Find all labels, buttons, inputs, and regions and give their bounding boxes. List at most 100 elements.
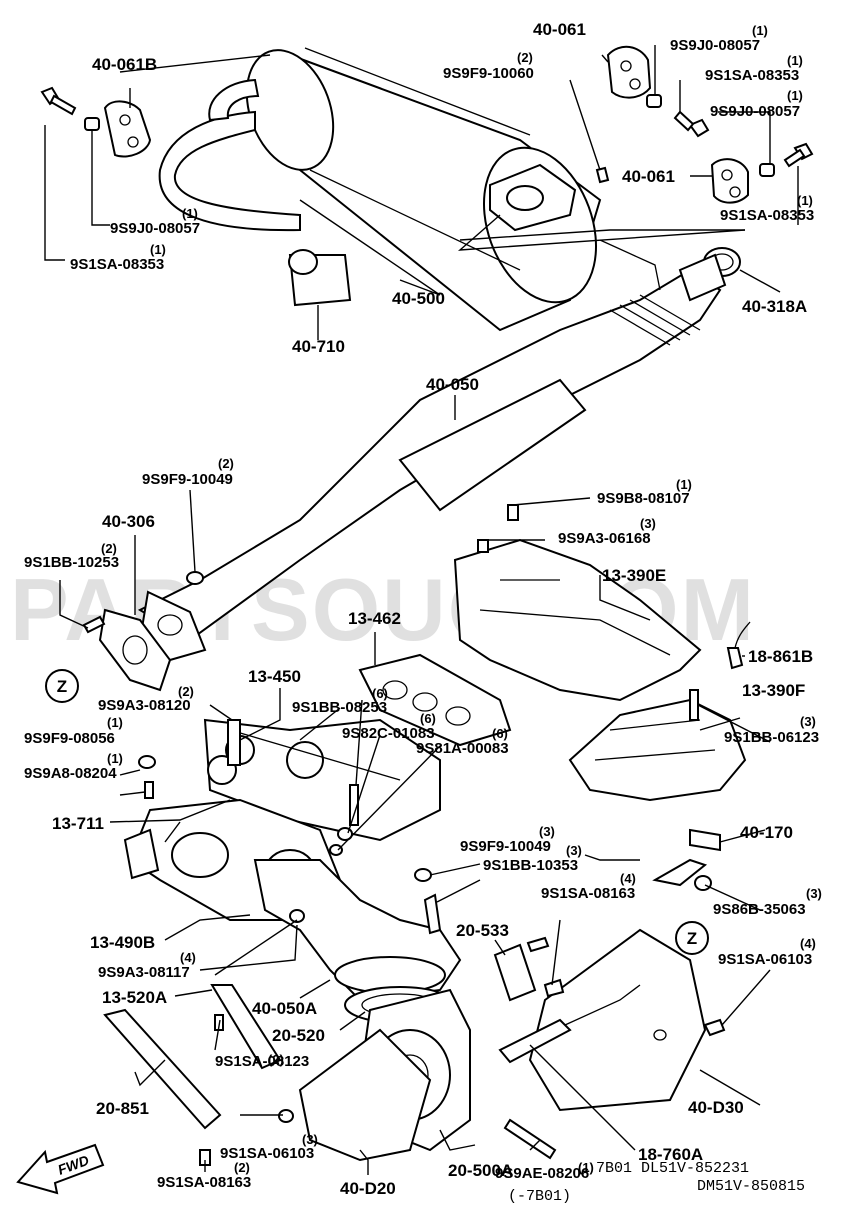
nut-9s9f9-10060[interactable] [595, 166, 610, 184]
bolt-9s86b-35063[interactable] [694, 875, 712, 891]
bolt-top-right-a[interactable] [673, 110, 710, 138]
label-18-861b: 18-861B [748, 647, 813, 666]
downpipe-40-050a[interactable] [253, 859, 462, 1002]
insulator-sleeve-part[interactable] [288, 249, 352, 307]
oxygen-sensor-18-760a[interactable] [498, 984, 641, 1064]
serial-line-3: (-7B01) [508, 1188, 571, 1205]
nut-9s9f9-10049-b[interactable] [414, 868, 432, 882]
qty: (3) [806, 886, 822, 901]
stud-9s1bb-10253[interactable] [82, 615, 106, 634]
stay-20-851[interactable] [103, 1008, 222, 1130]
stay-13-520a[interactable] [210, 984, 282, 1070]
qty: (3) [566, 843, 582, 858]
bolt-20-533[interactable] [526, 936, 550, 953]
leader-lines [44, 45, 799, 1175]
stud-9s1bb-06123[interactable] [689, 689, 699, 721]
qty: (1) [150, 242, 166, 257]
bracket-40-170[interactable] [652, 828, 721, 887]
bolt-9s9b8-08107[interactable] [507, 504, 519, 521]
qty: (3) [800, 714, 816, 729]
label-20-520: 20-520 [272, 1026, 325, 1045]
bolt-9s1sa-06103-b[interactable] [278, 1109, 294, 1123]
label-40-050: 40-050 [426, 375, 479, 394]
stud-9s9a8-08204[interactable] [144, 781, 154, 799]
label-40-170: 40-170 [740, 823, 793, 842]
label-9s86b-35063: 9S86B-35063 [713, 901, 806, 918]
label-9s1bb-10253: 9S1BB-10253 [24, 554, 119, 571]
qty: (1) [182, 206, 198, 221]
label-9s9ae-08206: 9S9AE-08206 [495, 1165, 589, 1182]
nut-9s9f9-08056[interactable] [138, 755, 156, 769]
heat-shield-40-d20[interactable] [298, 1028, 432, 1162]
label-13-390f: 13-390F [742, 681, 805, 700]
heat-shield-13-390e[interactable] [453, 538, 702, 702]
bolt-9s9a3-06168[interactable] [477, 539, 489, 553]
collar-top[interactable] [646, 94, 662, 108]
qty: (4) [800, 936, 816, 951]
label-9s9j0-08057-a: 9S9J0-08057 [670, 37, 760, 54]
label-40-306: 40-306 [102, 512, 155, 531]
collar-left[interactable] [84, 117, 100, 131]
heat-shield-13-390f[interactable] [568, 698, 747, 802]
stud-9s1bb-08253[interactable] [349, 784, 359, 826]
oxygen-sensor-18-861b[interactable] [726, 621, 751, 670]
hanger-rubber-40-061-top[interactable] [606, 45, 652, 99]
qty: (2) [234, 1160, 250, 1175]
label-9s82c-01083: 9S82C-01083 [342, 725, 435, 742]
bracket-9s9ae-08206[interactable] [503, 1118, 557, 1160]
washer-9s81a-00083[interactable] [329, 844, 343, 856]
bolt-top-left[interactable] [40, 86, 77, 116]
label-20-500a: 20-500A [448, 1161, 513, 1180]
qty: (2) [268, 1052, 284, 1067]
label-9s9b8-08107: 9S9B8-08107 [597, 490, 690, 507]
qty: (2) [218, 456, 234, 471]
bolt-9s1sa-06103-a[interactable] [703, 1018, 726, 1037]
label-9s9j0-08057-b: 9S9J0-08057 [710, 103, 800, 120]
bolt-9s9a3-08117[interactable] [289, 909, 305, 923]
bolt-9s1sa-08163-a[interactable] [543, 978, 565, 998]
hanger-rubber-40-061b[interactable] [103, 100, 152, 158]
heat-shield-40-d30[interactable] [528, 928, 707, 1112]
label-9s1bb-08253: 9S1BB-08253 [292, 699, 387, 716]
nut-9s9f9-10049[interactable] [186, 571, 204, 585]
qty: (2) [517, 50, 533, 65]
part-labels: 40-061 (1) 9S9J0-08057 (2) 9S9F9-10060 (… [24, 20, 822, 1198]
label-9s1sa-06103-b: 9S1SA-06103 [220, 1145, 314, 1162]
label-9s9a3-06168: 9S9A3-06168 [558, 530, 651, 547]
stud-9s1bb-10353[interactable] [423, 893, 442, 935]
label-20-851: 20-851 [96, 1099, 149, 1118]
serial-info: 7B01 DL51V-852231 DM51V-850815 (-7B01) [508, 1160, 805, 1205]
bracket-20-533[interactable] [493, 943, 537, 1002]
label-40-500: 40-500 [392, 289, 445, 308]
qty: (1) [787, 53, 803, 68]
label-40-050a: 40-050A [252, 999, 317, 1018]
bolt-9s9a3-08120[interactable] [227, 719, 241, 766]
label-9s9f9-08056: 9S9F9-08056 [24, 730, 115, 747]
muffler-part[interactable] [158, 38, 617, 332]
hanger-rubber-40-061-mid[interactable] [710, 158, 749, 204]
qty: (1) [787, 88, 803, 103]
label-9s9a3-08117: 9S9A3-08117 [98, 964, 190, 981]
bolt-9s1sa-08163-b[interactable] [199, 1149, 211, 1166]
label-9s9a3-08120: 9S9A3-08120 [98, 697, 191, 714]
label-9s1sa-08353-a: 9S1SA-08353 [705, 67, 799, 84]
qty: (1) [752, 23, 768, 38]
label-13-462: 13-462 [348, 609, 401, 628]
label-9s1sa-06103-a: 9S1SA-06103 [718, 951, 812, 968]
qty: (1) [797, 193, 813, 208]
label-13-450: 13-450 [248, 667, 301, 686]
label-13-711: 13-711 [52, 814, 104, 833]
label-9s1sa-08353-c: 9S1SA-08353 [70, 256, 164, 273]
qty: (4) [180, 950, 196, 965]
gasket-13-462[interactable] [358, 653, 512, 747]
gasket-40-306[interactable] [98, 608, 172, 692]
qty: (1) [676, 477, 692, 492]
bolt-top-right-b[interactable] [783, 142, 814, 168]
collar-right[interactable] [759, 163, 775, 177]
label-13-520a: 13-520A [102, 988, 167, 1007]
qty: (3) [539, 824, 555, 839]
label-9s1bb-06123: 9S1BB-06123 [724, 729, 819, 746]
qty: (4) [620, 871, 636, 886]
qty: (2) [178, 684, 194, 699]
